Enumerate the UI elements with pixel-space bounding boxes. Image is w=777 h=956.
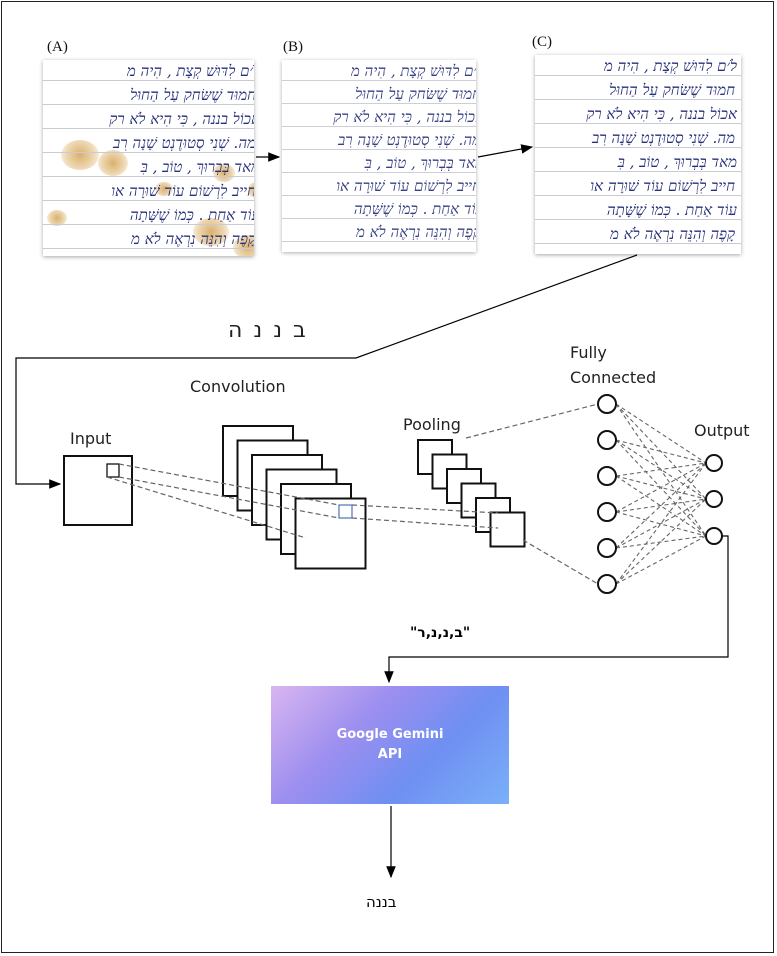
arrow-note-to-input <box>15 254 638 489</box>
panel-label-b: (B) <box>283 39 303 55</box>
gemini-title: Google Gemini <box>336 727 444 742</box>
gemini-subtitle: API <box>377 747 403 762</box>
output-neuron <box>705 527 723 545</box>
fc-neuron <box>597 466 617 486</box>
handwritten-note-faded: לֹ׳ם לִדּוּשׁ קְצָת , הִיה מ חמוּד שֶׁשּׂ… <box>282 60 476 252</box>
input-label: Input <box>70 429 112 448</box>
handwritten-line: קָפֶה וְהִנֵּה נִרְאֶה לֹא מ <box>610 225 735 243</box>
segmented-letters: ב נ נ ה <box>228 318 308 343</box>
handwritten-line: חמוּד שֶׁשּׂחק עַל הַחוּל <box>130 86 254 104</box>
handwritten-line: לֹ׳ם לִדּוּשׁ קְצָת , הִיה מ <box>603 57 737 75</box>
handwritten-line: עוֹד אַחַת . כְּמוֹ שֶׁשָּׁתָה <box>606 201 737 219</box>
handwritten-line: חייב לִרְשׁוֹם עוֹד שׁוּרָה או <box>336 177 476 195</box>
handwritten-line: לֹ׳ם לִדּוּשׁ קְצָת , הִיה מ <box>350 62 476 80</box>
handwritten-line: קָפֶה וְהִנֵּה נִרְאֶה לֹא מ <box>131 230 254 248</box>
output-neuron <box>705 454 723 472</box>
conv-kernel <box>338 504 353 519</box>
output-neuron <box>705 490 723 508</box>
handwritten-line: אכוֹל בננה , כִּי הִיא לֹא רק <box>109 110 254 128</box>
convolution-feature-map <box>294 497 367 570</box>
handwritten-line: קָפֶה וְהִנֵּה נִרְאֶה לֹא מ <box>356 223 476 241</box>
fully-connected-label-line1: Fully <box>570 343 607 362</box>
convolution-stack <box>222 425 367 570</box>
handwritten-line: חייב לִרְשׁוֹם עוֹד שׁוּרָה או <box>111 182 254 200</box>
fc-neuron <box>597 430 617 450</box>
handwritten-line: מה. שְׁנִי סְטוּדֶנְט שָׁנָה רִב <box>338 131 476 149</box>
fc-neuron <box>597 502 617 522</box>
handwritten-line: אכוֹל בננה , כִּי הִיא לֹא רק <box>586 105 737 123</box>
handwritten-line: מאד בְּבְרוּךְ , טוֹב , בִּ <box>617 153 737 171</box>
panel-label-c: (C) <box>532 34 552 50</box>
arrow-output-to-gemini <box>384 535 729 684</box>
handwritten-line: חמוּד שֶׁשּׂחק עַל הַחוּל <box>609 81 735 99</box>
panel-label-a: (A) <box>47 39 68 55</box>
input-box <box>63 455 133 526</box>
final-output-word: בננה <box>366 893 397 911</box>
handwritten-line: עוֹד אַחַת . כְּמוֹ שֶׁשָּׁתָה <box>353 200 476 218</box>
pooling-label: Pooling <box>403 415 461 434</box>
fc-neuron <box>597 538 617 558</box>
handwritten-line: חייב לִרְשׁוֹם עוֹד שׁוּרָה או <box>590 177 735 195</box>
input-kernel <box>106 463 120 478</box>
arrow-b-to-c <box>477 144 534 158</box>
handwritten-line: מאד בְּבְרוּךְ , טוֹב , בִּ <box>364 154 476 172</box>
letter-4: ה <box>228 318 245 343</box>
letter-1: ב <box>293 318 308 343</box>
fully-connected-network <box>597 394 723 594</box>
fully-connected-label-line2: Connected <box>570 368 657 387</box>
handwritten-line: מאד בְּבְרוּךְ , טוֹב , בִּ <box>140 158 254 176</box>
handwritten-line: עוֹד אַחַת . כְּמוֹ שֶׁשָּׁתָה <box>129 206 254 224</box>
gemini-api-box: Google Gemini API <box>271 686 509 804</box>
cnn-output-text: "ב,נ,נ,ר" <box>410 625 471 641</box>
handwritten-line: מה. שְׁנִי סְטוּדֶנְט שָׁנָה רִב <box>113 134 254 152</box>
handwritten-line: מה. שְׁנִי סְטוּדֶנְט שָׁנָה רִב <box>592 129 735 147</box>
letter-3: נ <box>253 318 265 343</box>
handwritten-note-stained: לֹ׳ם לִדּוּשׁ קְצָת , הִיה מ חמוּד שֶׁשּׂ… <box>43 60 254 256</box>
fc-neuron <box>597 394 617 414</box>
pooling-feature-map <box>489 511 526 548</box>
handwritten-line: אכוֹל בננה , כִּי הִיא לֹא רק <box>333 108 476 126</box>
fc-neuron <box>597 574 617 594</box>
handwritten-line: חמוּד שֶׁשּׂחק עַל הַחוּל <box>355 85 476 103</box>
pooling-stack <box>417 439 526 548</box>
handwritten-note-clean: לֹ׳ם לִדּוּשׁ קְצָת , הִיה מ חמוּד שֶׁשּׂ… <box>535 55 741 254</box>
output-label: Output <box>694 421 750 440</box>
handwritten-line: לֹ׳ם לִדּוּשׁ קְצָת , הִיה מ <box>126 62 254 80</box>
convolution-label: Convolution <box>190 377 286 396</box>
letter-2: נ <box>273 318 284 343</box>
